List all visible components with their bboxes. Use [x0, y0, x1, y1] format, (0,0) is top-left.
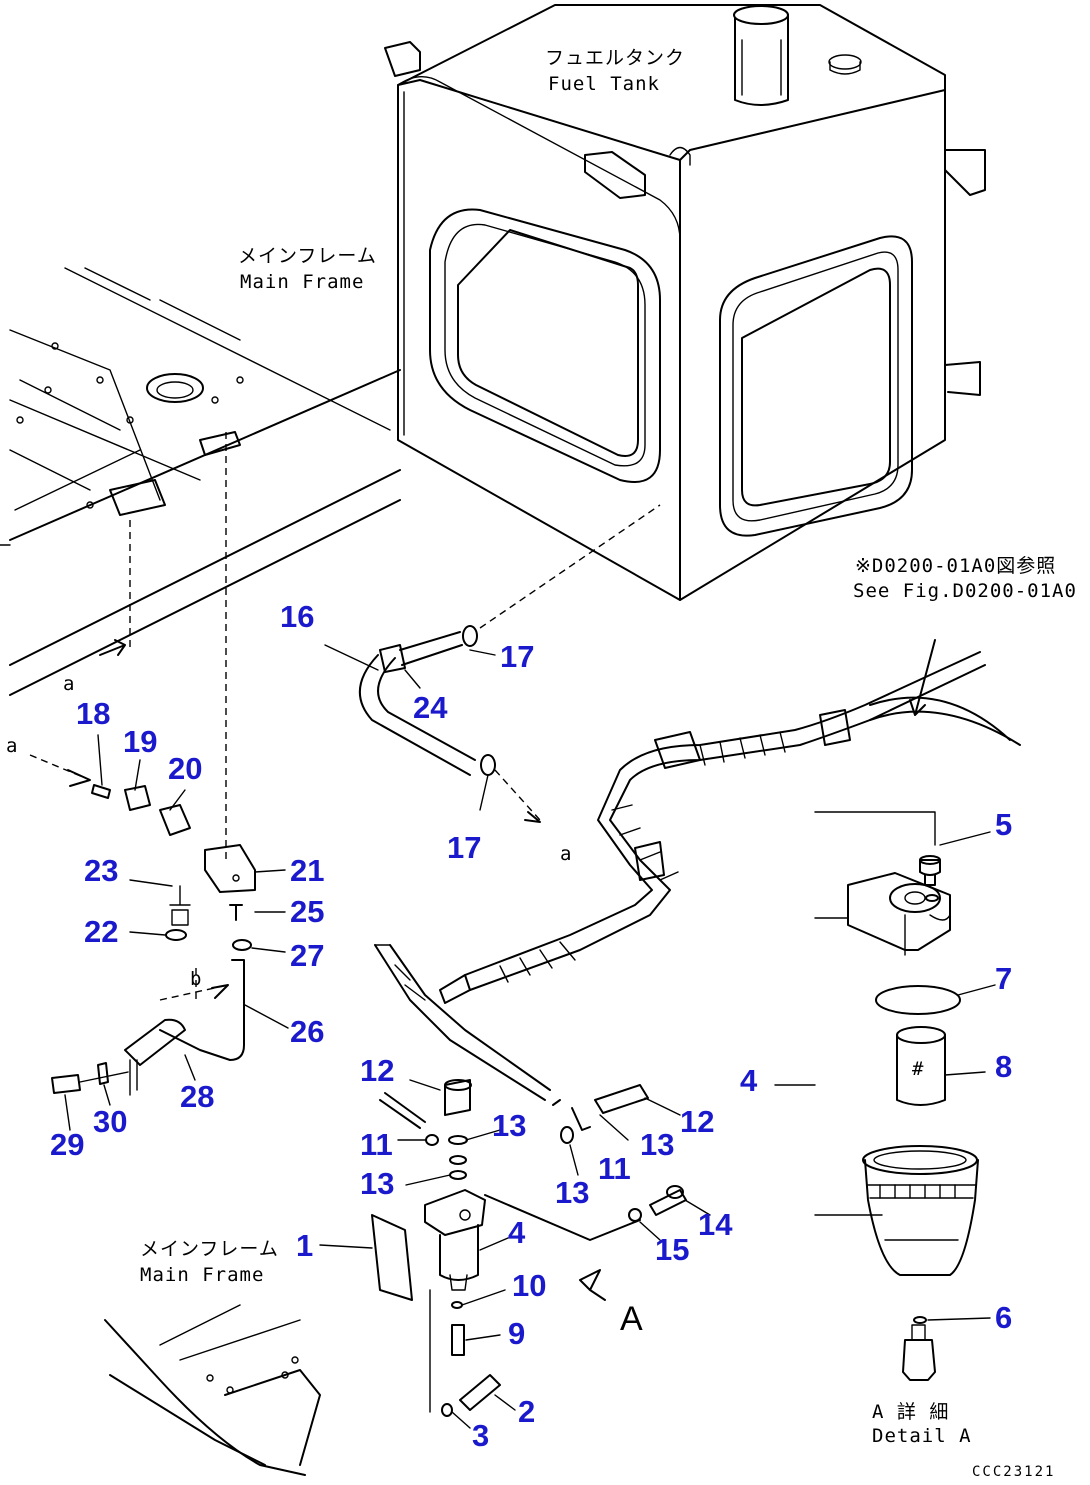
callout-13-b[interactable]: 13 — [360, 1166, 394, 1201]
see-fig-label-jp: ※D0200-01A0図参照 — [855, 555, 1056, 577]
callout-19[interactable]: 19 — [123, 724, 157, 759]
main-frame-bottom-label-jp: メインフレーム — [140, 1238, 279, 1260]
callout-13-d[interactable]: 13 — [555, 1175, 589, 1210]
callout-21[interactable]: 21 — [290, 853, 324, 888]
fuel-line-harness: ※D0200-01A0図参照 See Fig.D0200-01A0 — [374, 555, 1077, 1101]
callout-26[interactable]: 26 — [290, 1014, 324, 1049]
callout-4-detail[interactable]: 4 — [740, 1063, 758, 1098]
callout-15[interactable]: 15 — [655, 1232, 689, 1267]
clamp-assembly: a b — [6, 735, 256, 1096]
detail-a-label-en: Detail A — [872, 1425, 972, 1447]
detail-a: # A 詳 細 Detail A — [847, 855, 979, 1447]
callout-18[interactable]: 18 — [76, 696, 110, 731]
ref-mark-a-right: a — [560, 843, 572, 865]
callout-17-top[interactable]: 17 — [500, 639, 534, 674]
callout-30[interactable]: 30 — [93, 1104, 127, 1139]
callout-24[interactable]: 24 — [413, 690, 448, 725]
callout-22[interactable]: 22 — [84, 914, 118, 949]
callout-11-left[interactable]: 11 — [360, 1127, 393, 1162]
callout-16[interactable]: 16 — [280, 599, 314, 634]
fuel-tank-label-jp: フュエルタンク — [545, 47, 685, 69]
callout-20[interactable]: 20 — [168, 751, 202, 786]
detail-a-marker: A — [620, 1300, 643, 1338]
callout-12-right[interactable]: 12 — [680, 1104, 714, 1139]
detail-a-label-jp: A 詳 細 — [872, 1401, 949, 1423]
callout-23[interactable]: 23 — [84, 853, 118, 888]
callout-7[interactable]: 7 — [995, 961, 1012, 996]
callout-27[interactable]: 27 — [290, 938, 324, 973]
callout-4-center[interactable]: 4 — [508, 1215, 526, 1250]
leader-lines — [64, 644, 996, 1429]
main-frame-top-label-jp: メインフレーム — [238, 245, 377, 267]
callout-28[interactable]: 28 — [180, 1079, 214, 1114]
ref-mark-a-left: a — [6, 735, 18, 757]
main-frame-top: メインフレーム Main Frame a — [0, 245, 401, 860]
part-callouts: 16 17 24 17 18 19 20 21 23 22 25 27 26 2… — [50, 599, 1012, 1453]
drawing-code: CCC23121 — [972, 1464, 1055, 1480]
fuel-filter-center: A — [371, 1079, 687, 1417]
callout-11-right[interactable]: 11 — [598, 1151, 631, 1186]
main-frame-top-label-en: Main Frame — [240, 271, 364, 293]
callout-9[interactable]: 9 — [508, 1316, 525, 1351]
main-frame-bottom-label-en: Main Frame — [140, 1264, 264, 1286]
main-frame-bottom: メインフレーム Main Frame — [104, 1238, 321, 1476]
fuel-tank-label-en: Fuel Tank — [548, 73, 660, 95]
callout-2[interactable]: 2 — [518, 1394, 535, 1429]
callout-3[interactable]: 3 — [472, 1418, 489, 1453]
fuel-tank: フュエルタンク Fuel Tank — [384, 4, 986, 601]
callout-5[interactable]: 5 — [995, 807, 1012, 842]
callout-6[interactable]: 6 — [995, 1300, 1012, 1335]
callout-14[interactable]: 14 — [698, 1207, 733, 1242]
callout-10[interactable]: 10 — [512, 1268, 546, 1303]
callout-8[interactable]: 8 — [995, 1049, 1012, 1084]
hose-16: a — [358, 504, 661, 865]
callout-25[interactable]: 25 — [290, 894, 324, 929]
callout-13-c[interactable]: 13 — [640, 1127, 674, 1162]
callout-12-left[interactable]: 12 — [360, 1053, 394, 1088]
filter-mark: # — [912, 1058, 924, 1080]
ref-mark-b: b — [190, 968, 202, 990]
callout-17-bottom[interactable]: 17 — [447, 830, 481, 865]
callout-29[interactable]: 29 — [50, 1127, 84, 1162]
ref-mark-a: a — [63, 673, 75, 695]
see-fig-label-en: See Fig.D0200-01A0 — [853, 580, 1077, 602]
callout-1[interactable]: 1 — [296, 1228, 313, 1263]
callout-13-a[interactable]: 13 — [492, 1108, 526, 1143]
